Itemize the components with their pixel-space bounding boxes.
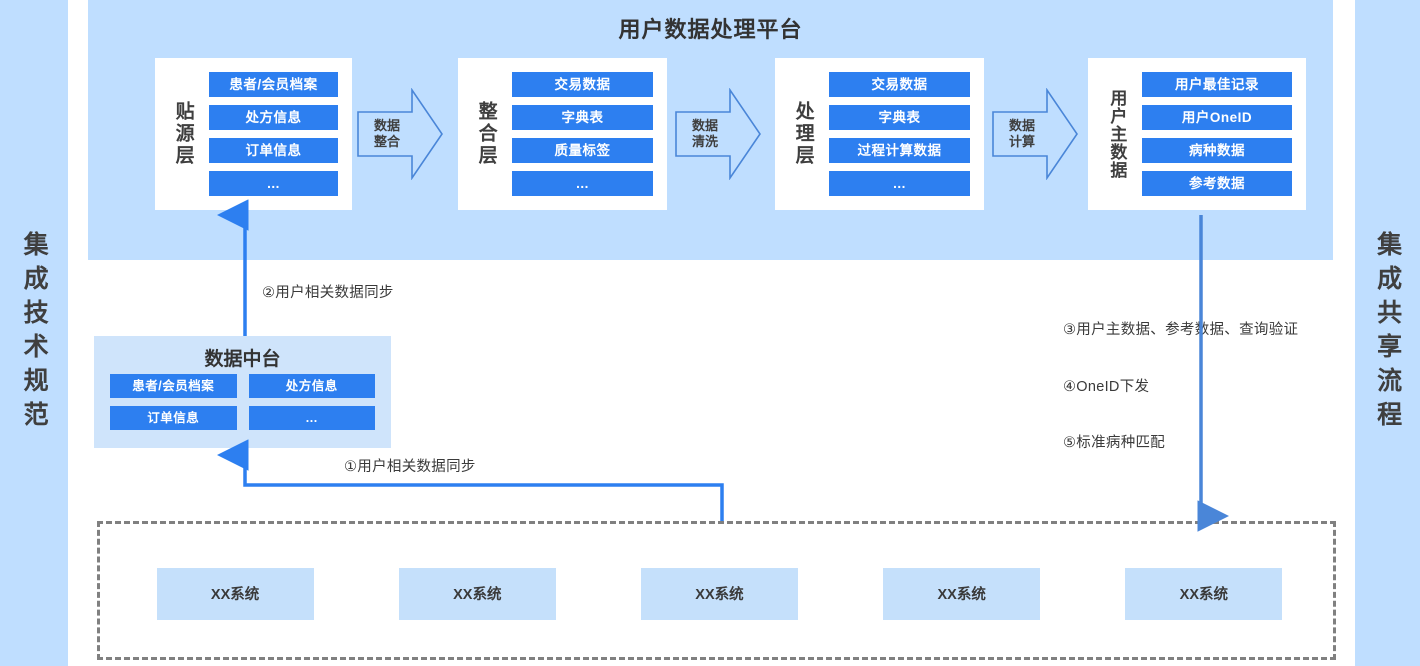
annotation-flow-4: ④OneID下发 bbox=[1063, 379, 1150, 395]
layer-item[interactable]: 订单信息 bbox=[209, 138, 338, 163]
layer-item[interactable]: 用户OneID bbox=[1142, 105, 1292, 130]
arrow-label-line2: 整合 bbox=[373, 134, 400, 149]
layer-items-integration: 交易数据 字典表 质量标签 ... bbox=[508, 72, 667, 196]
layer-card-integration[interactable]: 整合层 交易数据 字典表 质量标签 ... bbox=[458, 58, 667, 210]
data-midend-item[interactable]: 订单信息 bbox=[110, 406, 237, 430]
layer-item[interactable]: 患者/会员档案 bbox=[209, 72, 338, 97]
right-rail-integration-share-flow: 集成共享流程 bbox=[1355, 0, 1420, 666]
source-systems-container: XX系统 XX系统 XX系统 XX系统 XX系统 bbox=[97, 521, 1336, 660]
layer-card-user-master-data[interactable]: 用户主数据 用户最佳记录 用户OneID 病种数据 参考数据 bbox=[1088, 58, 1306, 210]
layer-item[interactable]: 参考数据 bbox=[1142, 171, 1292, 196]
layer-items-processing: 交易数据 字典表 过程计算数据 ... bbox=[825, 72, 984, 196]
system-box[interactable]: XX系统 bbox=[640, 567, 798, 620]
layer-name-source: 贴源层 bbox=[172, 101, 194, 167]
layer-item[interactable]: 质量标签 bbox=[512, 138, 653, 163]
data-midend-item[interactable]: 患者/会员档案 bbox=[110, 374, 237, 398]
data-midend-grid: 患者/会员档案 处方信息 订单信息 ... bbox=[110, 374, 375, 430]
process-arrow-data-compute: 数据 计算 bbox=[991, 88, 1079, 180]
layer-item[interactable]: 病种数据 bbox=[1142, 138, 1292, 163]
data-midend-item[interactable]: ... bbox=[248, 406, 375, 430]
page-title: 用户数据处理平台 bbox=[618, 17, 803, 42]
layer-card-source[interactable]: 贴源层 患者/会员档案 处方信息 订单信息 ... bbox=[155, 58, 352, 210]
source-systems-row: XX系统 XX系统 XX系统 XX系统 XX系统 bbox=[100, 524, 1339, 663]
data-midend-panel[interactable]: 数据中台 患者/会员档案 处方信息 订单信息 ... bbox=[94, 336, 391, 448]
process-arrow-data-integration: 数据 整合 bbox=[356, 88, 444, 180]
layer-items-source: 患者/会员档案 处方信息 订单信息 ... bbox=[205, 72, 352, 196]
layer-card-processing[interactable]: 处理层 交易数据 字典表 过程计算数据 ... bbox=[775, 58, 984, 210]
layer-item[interactable]: ... bbox=[209, 171, 338, 196]
layer-name-user-master-data: 用户主数据 bbox=[1107, 89, 1127, 179]
annotation-flow-2: ②用户相关数据同步 bbox=[262, 285, 394, 301]
left-rail-integration-tech-spec: 集成技术规范 bbox=[0, 0, 68, 666]
layer-item[interactable]: ... bbox=[829, 171, 970, 196]
process-arrow-label: 数据 计算 bbox=[995, 118, 1049, 151]
data-midend-title: 数据中台 bbox=[204, 349, 281, 370]
arrow-label-line1: 数据 bbox=[1008, 117, 1035, 133]
platform-banner: 用户数据处理平台 贴源层 患者/会员档案 处方信息 订单信息 ... 数据 整合… bbox=[88, 0, 1333, 260]
process-arrow-label: 数据 清洗 bbox=[678, 118, 732, 151]
layer-item[interactable]: 处方信息 bbox=[209, 105, 338, 130]
layer-item[interactable]: 交易数据 bbox=[512, 72, 653, 97]
connector-systems-to-midend bbox=[217, 439, 724, 521]
layer-name-processing: 处理层 bbox=[792, 101, 814, 167]
process-arrow-label: 数据 整合 bbox=[360, 118, 414, 151]
arrow-label-line1: 数据 bbox=[691, 117, 718, 133]
process-arrow-data-cleaning: 数据 清洗 bbox=[674, 88, 762, 180]
layer-items-user-master-data: 用户最佳记录 用户OneID 病种数据 参考数据 bbox=[1138, 72, 1306, 196]
system-box[interactable]: XX系统 bbox=[156, 567, 314, 620]
system-box[interactable]: XX系统 bbox=[883, 567, 1041, 620]
left-rail-label: 集成技术规范 bbox=[20, 231, 49, 435]
data-midend-item[interactable]: 处方信息 bbox=[248, 374, 375, 398]
system-box[interactable]: XX系统 bbox=[398, 567, 556, 620]
layer-name-integration: 整合层 bbox=[475, 101, 497, 167]
arrow-label-line2: 计算 bbox=[1008, 134, 1035, 149]
annotation-flow-3: ③用户主数据、参考数据、查询验证 bbox=[1063, 322, 1299, 338]
arrow-label-line1: 数据 bbox=[373, 117, 400, 133]
arrow-label-line2: 清洗 bbox=[691, 134, 718, 149]
layer-item[interactable]: 交易数据 bbox=[829, 72, 970, 97]
annotation-flow-5: ⑤标准病种匹配 bbox=[1063, 435, 1166, 451]
layer-item[interactable]: ... bbox=[512, 171, 653, 196]
annotation-flow-1: ①用户相关数据同步 bbox=[344, 459, 476, 475]
right-rail-label: 集成共享流程 bbox=[1373, 231, 1402, 435]
layer-item[interactable]: 字典表 bbox=[829, 105, 970, 130]
layer-item[interactable]: 字典表 bbox=[512, 105, 653, 130]
layer-item[interactable]: 用户最佳记录 bbox=[1142, 72, 1292, 97]
system-box[interactable]: XX系统 bbox=[1125, 567, 1283, 620]
layer-item[interactable]: 过程计算数据 bbox=[829, 138, 970, 163]
